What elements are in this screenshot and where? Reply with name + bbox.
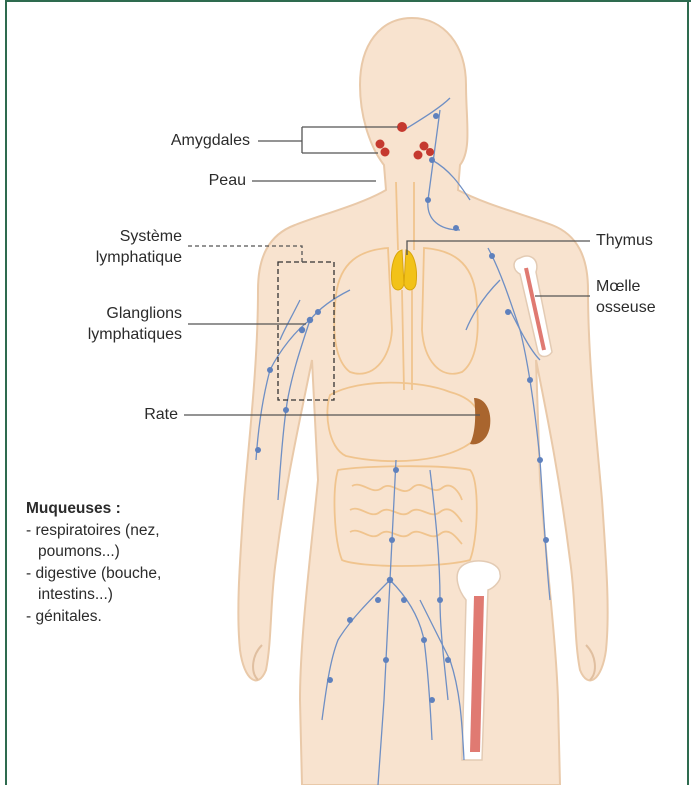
label-systeme-lymphatique: Système lymphatique — [40, 226, 182, 268]
muqueuses-item-1-line2: poumons...) — [26, 541, 161, 563]
body-silhouette — [238, 18, 607, 785]
label-rate: Rate — [80, 404, 178, 425]
muqueuses-item-1-line1: - respiratoires (nez, — [26, 520, 161, 542]
muqueuses-item-2-line1: - digestive (bouche, — [26, 563, 161, 585]
label-ganglions-line2: lymphatiques — [40, 324, 182, 345]
label-peau: Peau — [120, 170, 246, 191]
label-ganglions-lymphatiques: Glanglions lymphatiques — [40, 303, 182, 345]
muqueuses-item-2-line2: intestins...) — [26, 584, 161, 606]
label-systeme-line1: Système — [40, 226, 182, 247]
label-amygdales: Amygdales — [120, 130, 250, 151]
label-moelle-line2: osseuse — [596, 297, 656, 318]
label-moelle-osseuse: Mœlle osseuse — [596, 276, 656, 318]
label-ganglions-line1: Glanglions — [40, 303, 182, 324]
label-thymus: Thymus — [596, 230, 653, 251]
label-moelle-line1: Mœlle — [596, 276, 656, 297]
muqueuses-title: Muqueuses : — [26, 498, 161, 520]
label-systeme-line2: lymphatique — [40, 247, 182, 268]
muqueuses-item-3-line1: - génitales. — [26, 606, 161, 628]
muqueuses-block: Muqueuses : - respiratoires (nez, poumon… — [26, 498, 161, 627]
